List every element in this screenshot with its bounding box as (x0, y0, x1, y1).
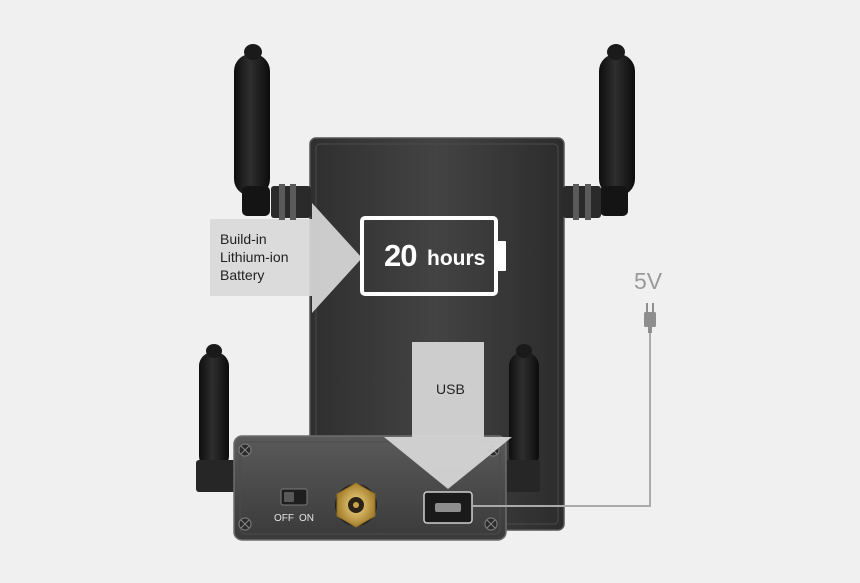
plug-icon (644, 303, 656, 333)
power-cable (472, 332, 651, 507)
runtime-unit: hours (427, 247, 486, 270)
usb-callout-label: USB (436, 381, 465, 397)
antenna-bottom-right (500, 344, 540, 492)
panel-screw (238, 443, 252, 457)
switch-on-label: ON (299, 513, 314, 524)
power-switch[interactable] (280, 488, 308, 506)
battery-callout-arrow (210, 203, 362, 313)
battery-callout-text: Build-in Lithium-ion Battery (220, 230, 320, 284)
battery-callout-line: Build-in (220, 231, 267, 247)
voltage-label: 5V (634, 268, 663, 294)
antenna-bottom-left (196, 344, 236, 492)
antenna-top-right (563, 44, 635, 220)
antenna-top-left (234, 44, 311, 220)
panel-screw (238, 517, 252, 531)
usb-port[interactable] (423, 491, 473, 524)
battery-callout-line: Lithium-ion (220, 249, 289, 265)
switch-off-label: OFF (274, 513, 294, 524)
battery-icon (360, 216, 506, 296)
battery-callout-line: Battery (220, 267, 265, 283)
runtime-number: 20 (384, 238, 417, 273)
antenna-connector (335, 482, 377, 528)
panel-screw (484, 517, 498, 531)
usb-callout-arrow (384, 342, 512, 489)
